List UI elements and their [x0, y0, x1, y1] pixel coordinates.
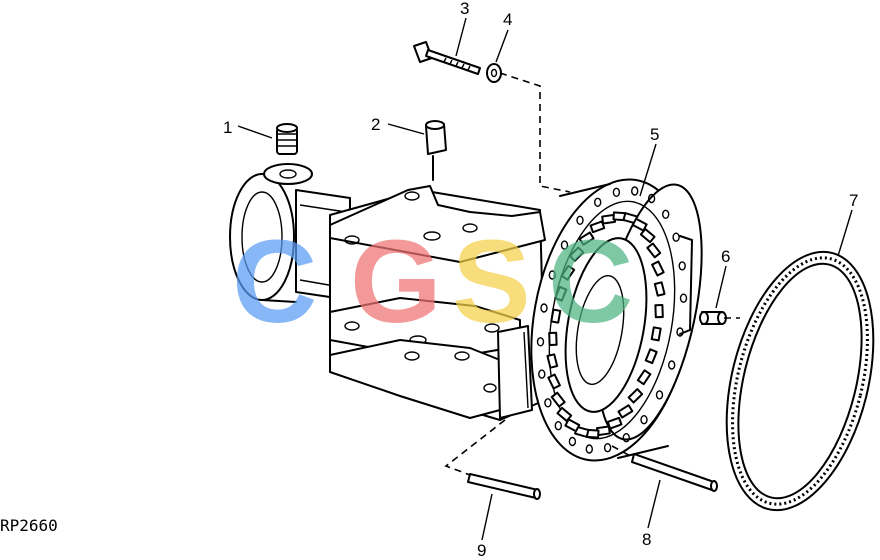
gear-tooth	[651, 260, 665, 277]
callout-6: 6	[721, 247, 730, 266]
gear-tooth	[568, 246, 585, 262]
gear-tooth	[556, 406, 573, 422]
bolt-hole	[640, 415, 648, 425]
bolt-hole	[647, 193, 656, 204]
bolt-hole	[548, 270, 556, 280]
cap	[425, 120, 447, 181]
bolt-hole	[536, 337, 545, 347]
gear-tooth	[617, 404, 634, 419]
gear-tooth	[550, 308, 562, 324]
bolt-hole	[585, 444, 593, 454]
gear-tooth	[644, 348, 658, 365]
ring-gear-bore	[564, 237, 648, 413]
gear-tooth	[606, 416, 623, 430]
gear-tooth	[547, 373, 561, 390]
callout-2: 2	[371, 115, 380, 134]
callout-7: 7	[849, 191, 858, 210]
callout-labels: 1 2 3 4 5 6 7 8 9	[223, 0, 858, 560]
bolt-hole	[603, 443, 612, 453]
gear-tooth	[627, 388, 644, 404]
gear-tooth	[548, 331, 558, 347]
bolt-hole	[594, 197, 602, 208]
ring-gear	[530, 178, 703, 462]
bolt-hole	[576, 215, 584, 226]
seal-ring	[725, 250, 875, 512]
gear-tooth	[550, 391, 566, 408]
gear-tooth	[646, 242, 662, 259]
housing-top-boss	[263, 163, 313, 185]
bolt-hole	[679, 293, 688, 303]
callout-3: 3	[460, 0, 469, 18]
watermark-letter-c: C	[232, 216, 317, 348]
bolt-hole	[544, 398, 552, 408]
dowel-pin	[699, 311, 727, 325]
bolt-hole	[631, 186, 639, 196]
bolt-hole	[662, 209, 670, 220]
leader-lines	[237, 17, 853, 541]
bolt-hole	[612, 187, 621, 198]
watermark-letter-c2: C	[548, 216, 633, 348]
bolt-hole	[678, 261, 686, 271]
gear-tooth	[578, 231, 595, 246]
callout-4: 4	[503, 10, 512, 29]
callout-9: 9	[477, 541, 486, 560]
assembly-lines	[444, 72, 740, 476]
gear-tooth	[654, 303, 664, 319]
gear-tooth	[631, 217, 648, 232]
plug	[276, 123, 298, 155]
watermark-logo: C G S C	[232, 216, 633, 348]
gear-tooth	[554, 285, 568, 302]
bolt-hole	[540, 303, 548, 313]
callout-5: 5	[650, 125, 659, 144]
bolt-hole	[655, 390, 664, 400]
bolt-hole	[554, 421, 562, 431]
gear-tooth	[546, 353, 559, 369]
gear-tooth	[636, 369, 652, 386]
gear-tooth	[560, 264, 576, 281]
bolt-hole	[672, 232, 680, 242]
reference-code: RP2660	[0, 516, 58, 535]
gear-tooth	[589, 220, 606, 234]
bolt-hole	[668, 360, 676, 370]
bolt	[413, 41, 481, 75]
gear-tooth	[639, 228, 656, 244]
watermark-letter-s: S	[452, 216, 531, 348]
callout-8: 8	[642, 530, 651, 549]
short-pin	[467, 473, 541, 500]
bolt-hole	[538, 369, 546, 379]
callout-1: 1	[223, 118, 232, 137]
axle-housing	[229, 163, 546, 421]
bolt-hole	[622, 433, 630, 443]
bolt-hole	[568, 436, 577, 447]
long-pin	[631, 453, 718, 492]
gear-tooth	[653, 281, 666, 297]
washer	[486, 63, 502, 83]
bolt-hole	[560, 240, 569, 250]
watermark-letter-g: G	[350, 216, 442, 348]
gear-tooth	[564, 418, 581, 433]
gear-tooth	[650, 326, 662, 342]
